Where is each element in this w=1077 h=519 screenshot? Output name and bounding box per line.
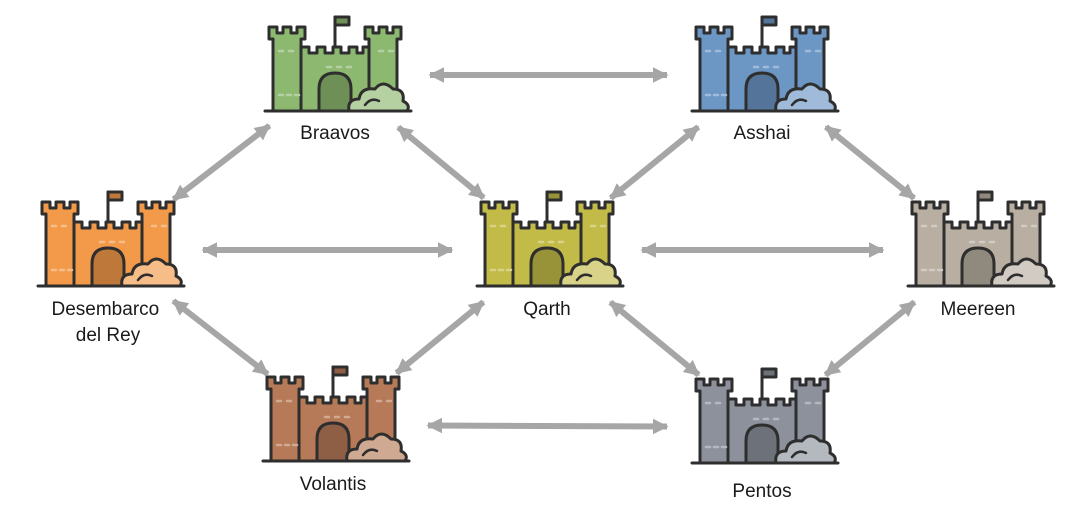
gate-shape xyxy=(317,71,353,113)
castle-icon xyxy=(690,15,840,113)
arrow-meereen-pentos xyxy=(823,299,917,378)
castle-icon xyxy=(690,367,840,465)
bush-shape xyxy=(120,257,183,288)
bush-shape xyxy=(990,257,1053,288)
city-label-desembarco: Desembarco del Rey xyxy=(52,299,165,346)
city-label-volantis: Volantis xyxy=(300,474,367,495)
bush-shape xyxy=(559,257,622,288)
flag-shape xyxy=(331,365,349,377)
city-node-qarth: Qarth xyxy=(475,190,625,320)
arrow-desembarco-volantis xyxy=(171,298,270,377)
gate-shape xyxy=(744,423,780,465)
flag-shape xyxy=(106,190,124,202)
castle-icon xyxy=(36,190,186,288)
city-node-braavos: Braavos xyxy=(263,15,413,144)
bush-shape xyxy=(774,434,837,465)
gate-shape xyxy=(529,246,565,288)
gate-shape xyxy=(960,246,996,288)
flag-shape xyxy=(976,190,994,202)
city-node-volantis: Volantis xyxy=(261,365,411,495)
bush-shape xyxy=(345,432,408,463)
arrow-braavos-qarth xyxy=(396,124,486,201)
arrow-volantis-pentos xyxy=(426,417,669,435)
flag-shape xyxy=(760,15,778,27)
castle-icon xyxy=(475,190,625,288)
city-node-asshai: Asshai xyxy=(690,15,840,144)
castle-icon xyxy=(261,365,411,463)
city-label-asshai: Asshai xyxy=(733,123,790,144)
connection-arrows xyxy=(171,67,917,435)
gate-shape xyxy=(315,421,351,463)
arrow-asshai-qarth xyxy=(608,124,701,201)
city-label-meereen: Meereen xyxy=(941,299,1016,320)
city-label-line: Desembarco xyxy=(52,299,160,320)
city-label-pentos: Pentos xyxy=(732,481,791,502)
gate-shape xyxy=(744,71,780,113)
city-node-pentos: Pentos xyxy=(690,367,840,502)
arrow-qarth-pentos xyxy=(608,299,701,378)
castle-icon xyxy=(906,190,1056,288)
flag-shape xyxy=(333,15,351,27)
city-label-braavos: Braavos xyxy=(300,123,370,144)
bush-shape xyxy=(774,82,837,113)
city-label-line: del Rey xyxy=(76,325,141,346)
bush-shape xyxy=(347,82,410,113)
arrow-asshai-meereen xyxy=(824,124,916,201)
city-label-qarth: Qarth xyxy=(523,299,571,320)
castle-icon xyxy=(263,15,413,113)
arrow-braavos-desembarco xyxy=(171,123,272,202)
flag-shape xyxy=(760,367,778,379)
city-node-desembarco: Desembarco del Rey xyxy=(36,190,186,346)
city-node-meereen: Meereen xyxy=(906,190,1056,320)
gate-shape xyxy=(90,246,126,288)
arrow-qarth-volantis xyxy=(394,299,486,376)
flag-shape xyxy=(545,190,563,202)
